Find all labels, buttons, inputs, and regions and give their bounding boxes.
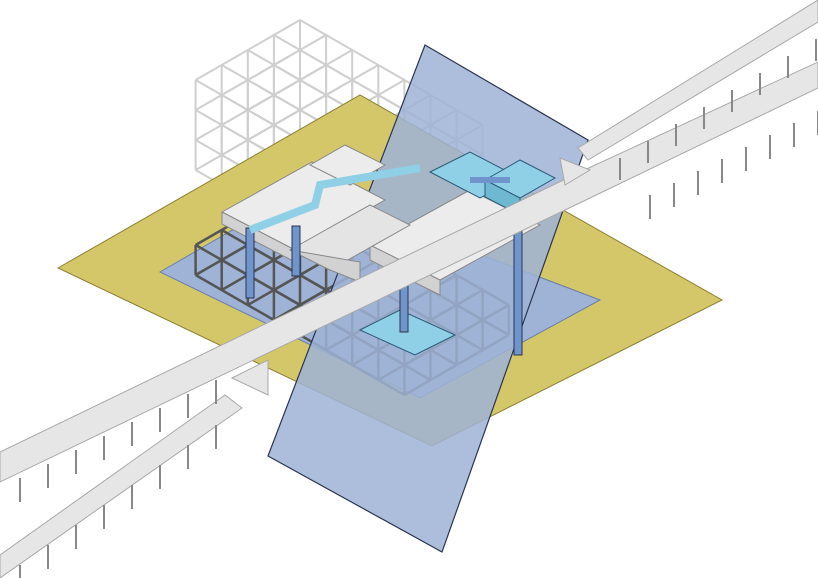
ramp-lower-left: [0, 394, 243, 578]
duct-vertical-right: [513, 214, 523, 356]
duct-vertical-left: [245, 227, 255, 299]
duct-horizontal-run: [248, 164, 421, 234]
ramp-arrow-head: [230, 359, 269, 396]
duct-vertical-mid: [291, 225, 301, 277]
ramp-arrow-head-right: [559, 157, 592, 186]
ramp-upper-right: [577, 0, 818, 161]
ramp-support-posts: [19, 39, 818, 578]
